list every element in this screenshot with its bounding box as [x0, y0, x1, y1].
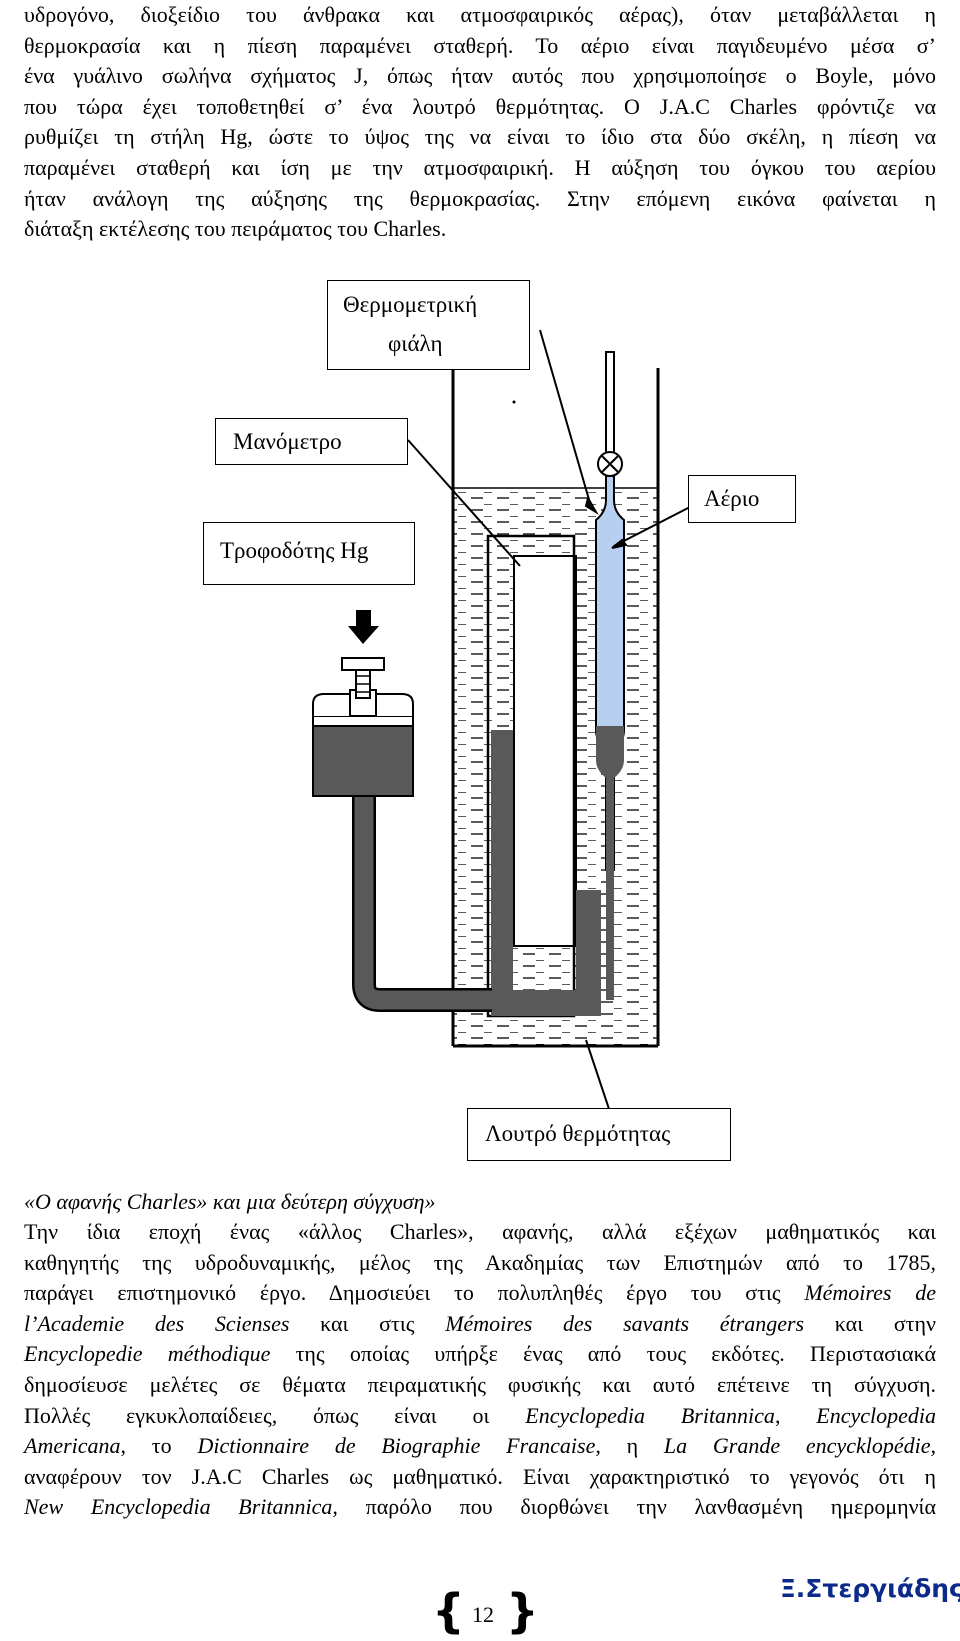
text-run: και στην — [804, 1310, 936, 1336]
section-title: «Ο αφανής Charles» και μια δεύτερη σύγχυ… — [24, 1187, 936, 1218]
body-paragraph: Την ίδια εποχή ένας «άλλος Charles», αφα… — [24, 1217, 936, 1523]
text-run: παρόλο που διορθώνει την λανθασμένη ημερ… — [337, 1494, 937, 1520]
text-line: παραμένει σταθερή και ίση με την ατμοσφα… — [24, 154, 936, 180]
text-run: , — [774, 1402, 817, 1428]
label-gas-text: Αέριο — [704, 486, 760, 511]
text-line: αναφέρουν τον J.A.C Charles ως μαθηματικ… — [24, 1463, 936, 1489]
text-run-italic: Encyclopedia — [816, 1402, 936, 1428]
text-line: l’Academie des Scienses και στις Mémoire… — [24, 1309, 936, 1340]
label-flask-line1: Θερμομετρική — [343, 292, 478, 317]
label-heat-bath: Λουτρό θερμότητας — [467, 1108, 731, 1161]
text-line: καθηγητής της υδροδυναμικής, μέλος της Α… — [24, 1249, 936, 1275]
text-run-italic: Mémoires de — [804, 1280, 936, 1306]
text-line: θερμοκρασία και η πίεση παραμένει σταθερ… — [24, 32, 936, 58]
gas-bulb — [595, 351, 625, 1000]
pointer-lines — [407, 329, 691, 1119]
text-line: παράγει επιστημονικό έργο. Δημοσιεύει το… — [24, 1278, 936, 1309]
label-thermometric-flask: Θερμομετρική φιάλη — [327, 280, 530, 370]
label-gas: Αέριο — [688, 475, 796, 523]
text-line: Americana, το Dictionnaire de Biographie… — [24, 1431, 936, 1462]
down-arrow-icon — [348, 610, 379, 644]
text-run-italic: Encyclopedia Britannica — [525, 1402, 775, 1428]
text-run-italic: Mémoires des savants étrangers — [445, 1310, 805, 1336]
page-number: 12 — [472, 1602, 494, 1627]
intro-paragraph: υδρογόνο, διοξείδιο του άνθρακα και ατμο… — [24, 0, 936, 245]
hg-feeder — [312, 657, 414, 797]
text-run-italic: Encyclopedie méthodique — [24, 1341, 271, 1367]
text-line: Την ίδια εποχή ένας «άλλος Charles», αφα… — [24, 1219, 936, 1244]
text-line: Encyclopedie méthodique της οποίας υπήρξ… — [24, 1339, 936, 1370]
text-line: διάταξη εκτέλεσης του πειράματος του Cha… — [24, 216, 447, 242]
text-run-italic: La Grande encycklopédie, — [663, 1433, 936, 1459]
label-manometer: Μανόμετρο — [215, 418, 408, 465]
text-run-italic: Americana — [24, 1433, 121, 1459]
text-run: και στις — [289, 1310, 446, 1336]
connecting-tube — [352, 780, 492, 1012]
label-flask-line2: φιάλη — [388, 331, 443, 356]
text-run: η — [600, 1433, 664, 1459]
text-line: ένα γυάλινο σωλήνα σχήματος J, όπως ήταν… — [24, 63, 936, 89]
text-line: υδρογόνο, διοξείδιο του άνθρακα και ατμο… — [24, 2, 936, 27]
text-run: παράγει επιστημονικό έργο. Δημοσιεύει το… — [24, 1280, 805, 1306]
section-title-text: «Ο αφανής Charles» και μια δεύτερη σύγχυ… — [24, 1189, 436, 1214]
text-run: Πολλές εγκυκλοπαίδειες, όπως είναι οι — [24, 1402, 526, 1428]
text-run: της οποίας υπήρξε ένας από τους εκδότες.… — [270, 1341, 936, 1367]
text-line: που τώρα έχει τοποθετηθεί σ’ ένα λουτρό … — [24, 93, 936, 119]
footer-left-bracket-icon: { — [432, 1584, 465, 1638]
text-line: New Encyclopedia Britannica, παρόλο που … — [24, 1492, 936, 1523]
text-run: , το — [120, 1433, 198, 1459]
text-run-italic: l’Academie des Scienses — [24, 1310, 290, 1336]
text-run-italic: Dictionnaire de Biographie Francaise, — [197, 1433, 601, 1459]
label-hg-feeder: Τροφοδότης Hg — [203, 522, 415, 585]
manometer-tube — [486, 534, 601, 1018]
footer-right-bracket-icon: } — [506, 1584, 539, 1638]
text-line: ήταν ανάλογη της αύξησης της θερμοκρασία… — [24, 185, 936, 211]
label-manometer-text: Μανόμετρο — [233, 429, 342, 454]
text-run-italic: New Encyclopedia Britannica, — [24, 1494, 338, 1520]
author-signature: Ξ.Στεργιάδης — [780, 1574, 960, 1603]
text-line: δημοσίευσε μελέτες σε θέματα πειραματική… — [24, 1371, 936, 1397]
text-line: Πολλές εγκυκλοπαίδειες, όπως είναι οι En… — [24, 1401, 936, 1432]
text-line: ρυθμίζει τη στήλη Hg, ώστε το ύψος της ν… — [24, 124, 936, 150]
label-heat-bath-text: Λουτρό θερμότητας — [485, 1121, 671, 1146]
label-hg-feeder-text: Τροφοδότης Hg — [220, 538, 369, 563]
